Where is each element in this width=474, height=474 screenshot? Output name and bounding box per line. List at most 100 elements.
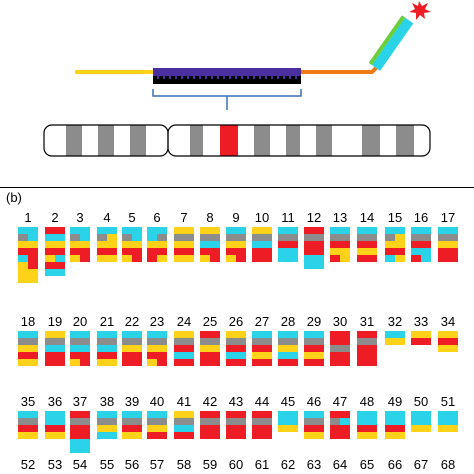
color-band <box>304 425 324 432</box>
chromosome-band <box>203 125 220 156</box>
color-band <box>438 338 458 345</box>
color-band <box>18 411 38 418</box>
chromosome-number: 24 <box>176 314 192 329</box>
color-bar-stack <box>304 411 324 439</box>
chromosome-number: 22 <box>124 314 140 329</box>
color-band-half <box>385 255 395 262</box>
probe-tick <box>217 76 219 79</box>
color-band-half <box>147 234 157 241</box>
color-band <box>330 338 350 345</box>
color-band-half <box>200 255 210 262</box>
chromosome-number: 56 <box>124 457 140 472</box>
color-band <box>45 345 65 352</box>
color-band <box>278 255 298 262</box>
color-band <box>97 345 117 352</box>
color-band <box>304 338 324 345</box>
color-band <box>174 359 194 366</box>
color-band <box>385 338 405 345</box>
black-target <box>153 76 301 84</box>
chromosome-number: 49 <box>387 394 403 409</box>
color-band <box>70 338 90 345</box>
color-band <box>252 241 272 248</box>
color-band <box>174 227 194 234</box>
color-band <box>174 255 194 262</box>
color-band <box>174 248 194 255</box>
color-bar-stack <box>438 411 458 432</box>
color-band <box>304 262 324 269</box>
chromosome-number: 58 <box>176 457 192 472</box>
chromosome-number: 31 <box>359 314 375 329</box>
color-band <box>174 241 194 248</box>
color-band <box>252 432 272 439</box>
color-band <box>252 248 272 255</box>
chromosome-number: 8 <box>206 210 214 225</box>
chromosome-number: 5 <box>128 210 136 225</box>
color-band <box>200 418 220 425</box>
probe-tick <box>211 76 213 79</box>
color-band <box>330 248 350 255</box>
color-band <box>97 227 117 234</box>
color-bar-stack <box>97 331 117 366</box>
chromosome-number: 2 <box>51 210 59 225</box>
color-band <box>200 411 220 418</box>
color-band <box>97 331 117 338</box>
probe-tick <box>259 76 261 79</box>
chromosome-band <box>170 125 190 156</box>
probe-tick <box>289 76 291 79</box>
chromosome-number: 68 <box>440 457 456 472</box>
color-band <box>147 345 167 352</box>
chromosome-number: 50 <box>413 394 429 409</box>
color-band <box>438 411 458 418</box>
probe-tick <box>175 76 177 79</box>
color-band <box>226 411 246 418</box>
color-band-half <box>226 255 236 262</box>
color-band <box>357 248 377 255</box>
color-band <box>438 227 458 234</box>
color-band-half <box>411 255 421 262</box>
color-band <box>357 359 377 366</box>
color-band <box>330 411 350 418</box>
color-band-half <box>107 234 117 241</box>
color-band <box>200 331 220 338</box>
color-band <box>45 241 65 248</box>
color-band <box>252 255 272 262</box>
color-band <box>200 425 220 432</box>
color-bar-stack <box>45 411 65 439</box>
panel-a-diagram <box>43 1 431 157</box>
color-bar-stack <box>252 331 272 366</box>
color-band <box>122 418 142 425</box>
color-band <box>438 418 458 425</box>
color-band <box>252 425 272 432</box>
color-band <box>147 418 167 425</box>
color-band <box>70 331 90 338</box>
chromosome-band <box>220 125 238 156</box>
chromosome-number: 38 <box>99 394 115 409</box>
color-band <box>97 411 117 418</box>
chromosome-number: 54 <box>72 457 88 472</box>
color-band <box>278 352 298 359</box>
color-bar-stack <box>411 411 431 432</box>
color-band <box>45 411 65 418</box>
color-band <box>226 234 246 241</box>
color-band <box>226 425 246 432</box>
color-band <box>226 241 246 248</box>
color-bar-stack <box>174 331 194 366</box>
color-band <box>174 432 194 439</box>
color-band <box>122 227 142 234</box>
color-band <box>411 241 431 248</box>
chromosome-number: 18 <box>20 314 36 329</box>
color-bar-stack <box>70 411 90 453</box>
color-band <box>304 255 324 262</box>
color-bar-stack <box>357 227 377 262</box>
color-band <box>200 338 220 345</box>
probe-tick <box>229 76 231 79</box>
color-band <box>147 255 167 262</box>
color-band <box>200 248 220 255</box>
color-bar-stack <box>122 227 142 262</box>
color-band <box>122 234 142 241</box>
color-band <box>411 227 431 234</box>
color-band <box>18 255 38 262</box>
color-band <box>200 432 220 439</box>
color-band <box>147 411 167 418</box>
chromosome-band <box>362 125 380 156</box>
